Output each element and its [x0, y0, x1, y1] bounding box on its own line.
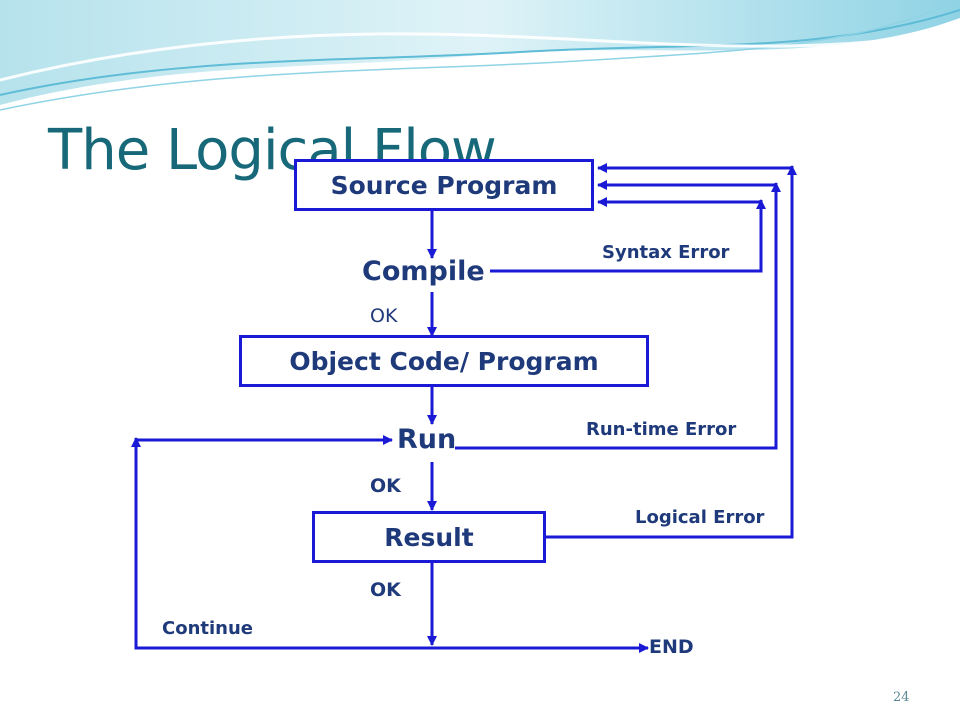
- node-run: Run: [397, 424, 457, 455]
- label-runtime-error: Run-time Error: [586, 419, 737, 440]
- label-result-ok: OK: [370, 579, 401, 601]
- label-logical-error: Logical Error: [635, 507, 765, 528]
- label-end: END: [649, 636, 694, 658]
- label-compile-ok: OK: [370, 305, 398, 327]
- node-compile: Compile: [362, 256, 485, 287]
- label-syntax-error: Syntax Error: [602, 242, 730, 263]
- node-result: Result: [312, 511, 546, 563]
- label-continue: Continue: [162, 618, 254, 639]
- node-object-code: Object Code/ Program: [239, 335, 649, 387]
- node-source-program: Source Program: [294, 159, 594, 211]
- loop-runtime-error: [455, 180, 778, 450]
- label-run-ok: OK: [370, 475, 401, 497]
- page-number: 24: [893, 690, 910, 705]
- header-wave-graphic: [0, 0, 960, 111]
